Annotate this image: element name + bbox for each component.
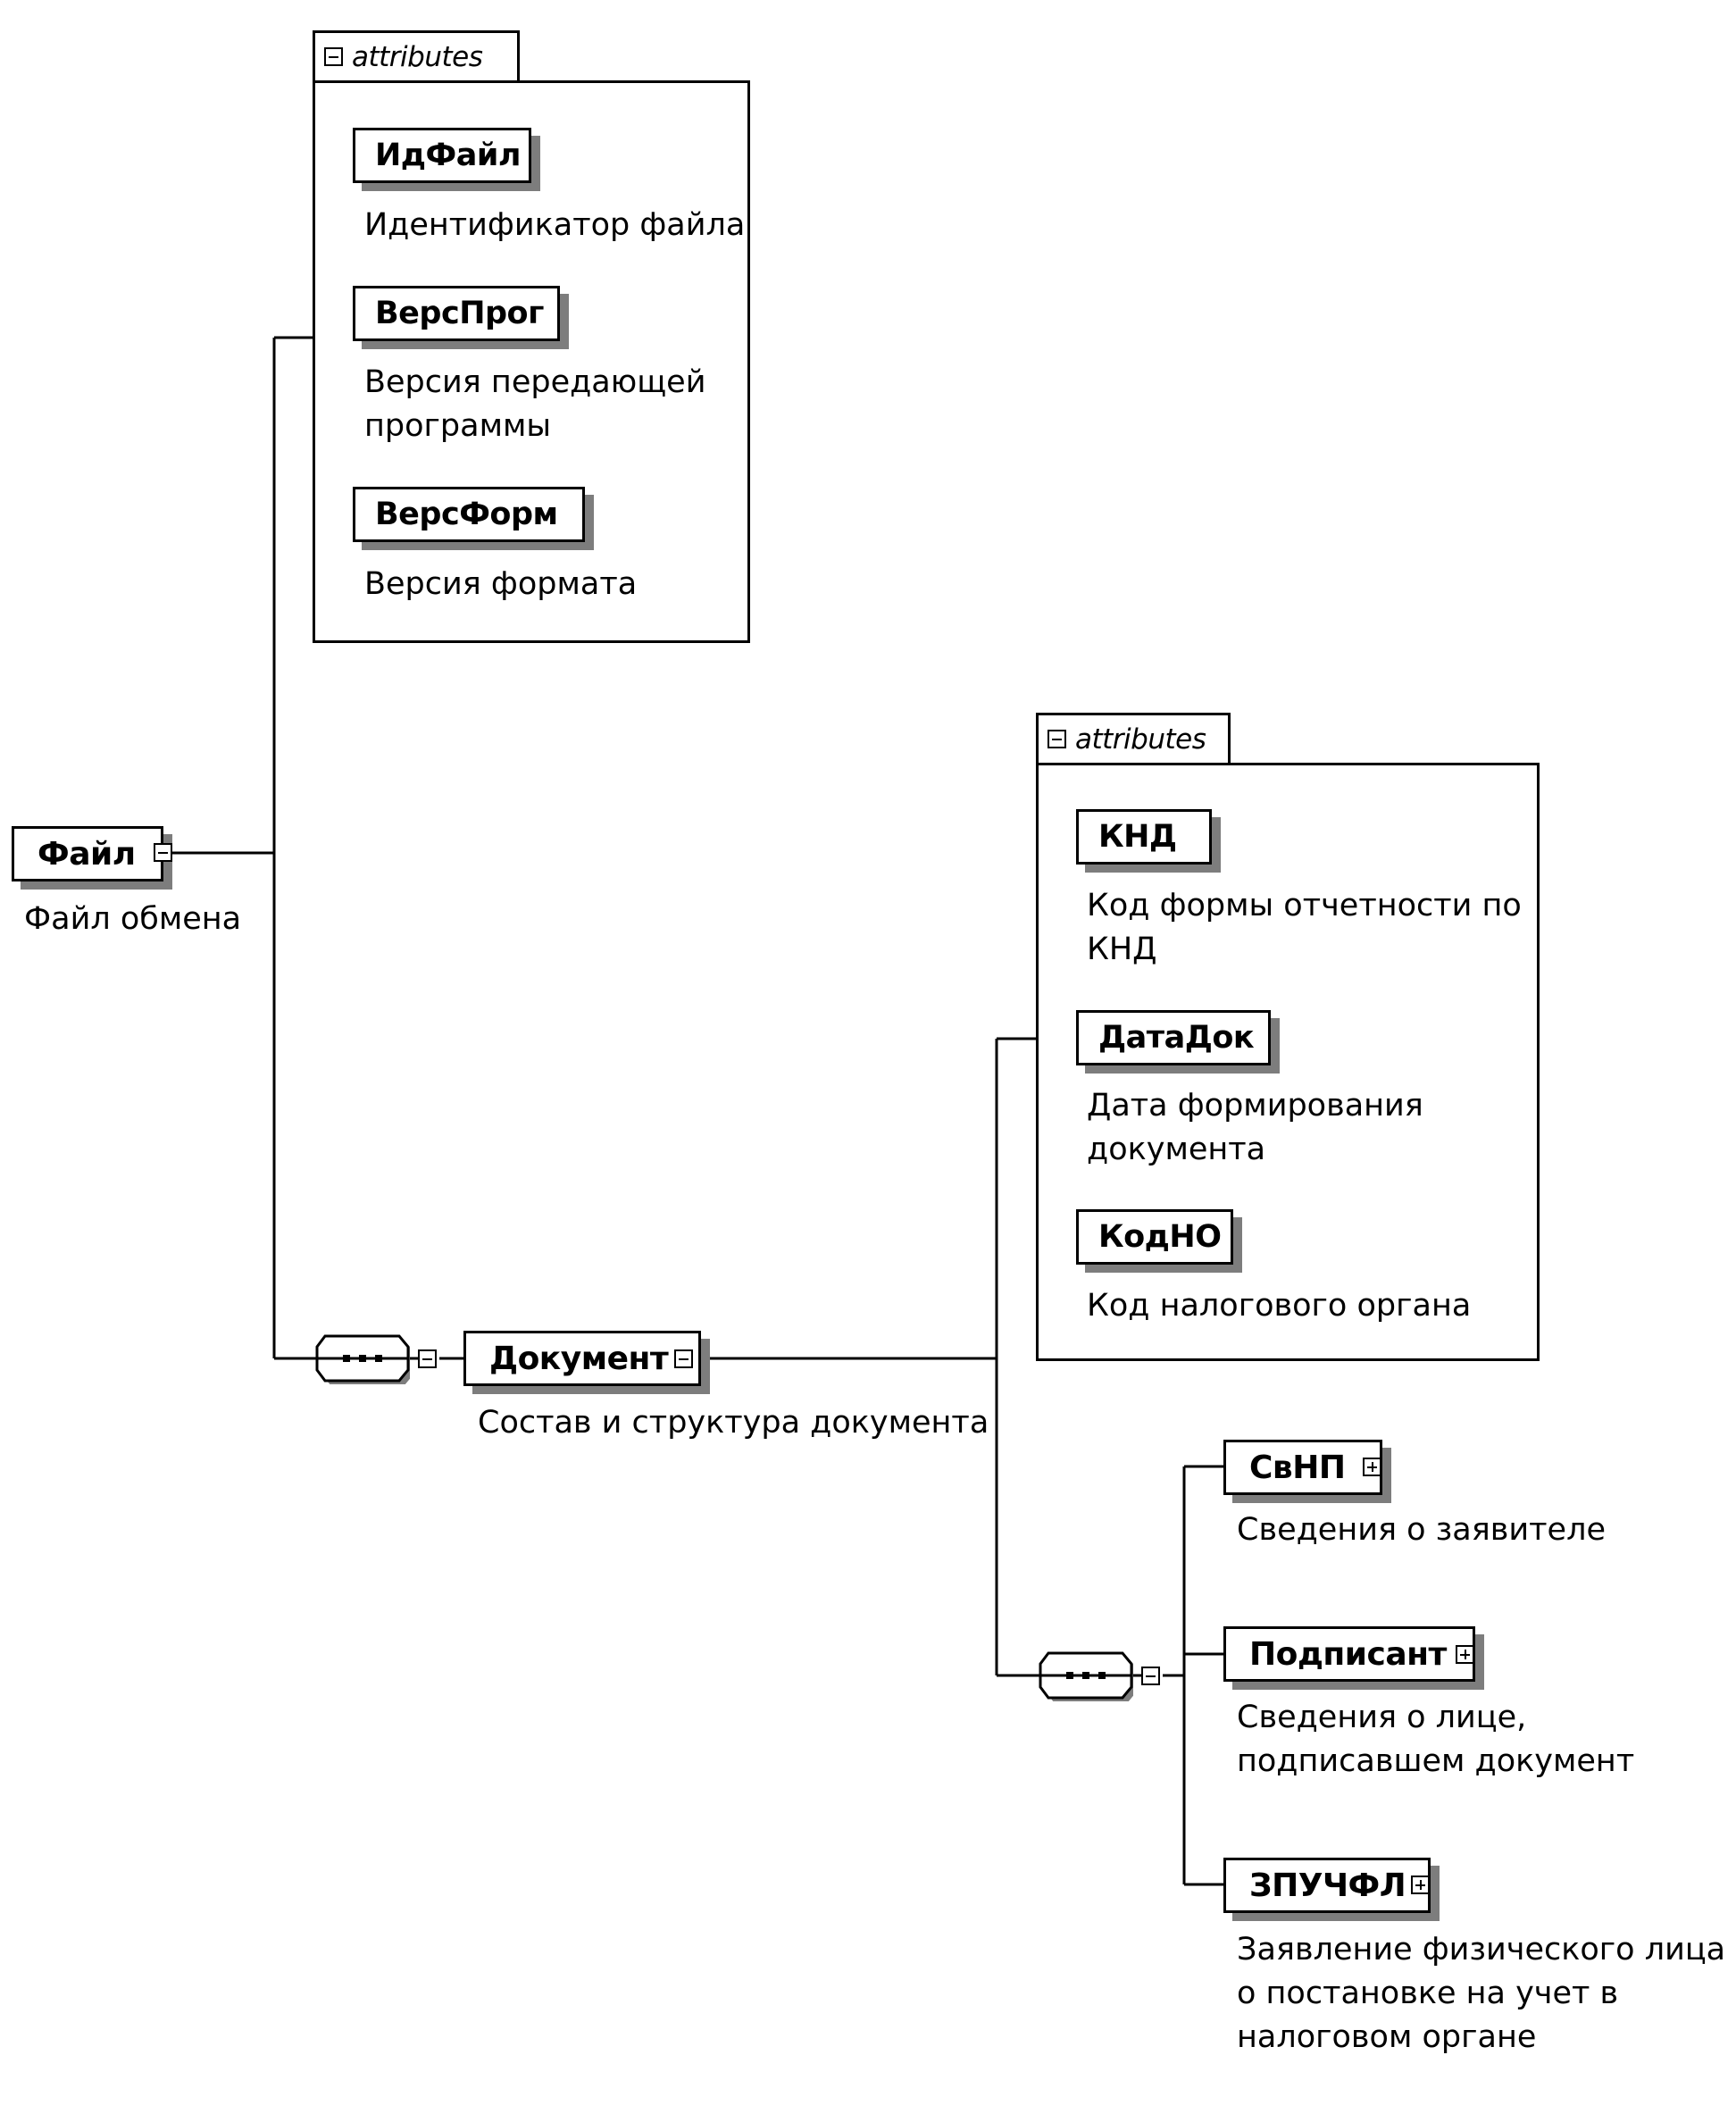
attribute-idfajl-label: ИдФайл	[375, 138, 522, 173]
attribute-knd[interactable]: КНД	[1076, 809, 1212, 865]
attribute-versform-label: ВерсФорм	[375, 497, 558, 532]
element-fajl[interactable]: Файл	[12, 826, 163, 881]
attribute-kodno[interactable]: КодНО	[1076, 1209, 1233, 1265]
attribute-knd-description-line1: Код формы отчетности по	[1087, 888, 1522, 923]
element-podpisant-description-line2: подписавшем документ	[1237, 1743, 1635, 1779]
plus-icon[interactable]	[1456, 1645, 1474, 1664]
plus-icon[interactable]	[1363, 1458, 1381, 1476]
attribute-kodno-label: КодНО	[1098, 1219, 1222, 1255]
element-zpuchfl-description-line3: налоговом органе	[1237, 2019, 1537, 2055]
element-zpuchfl-label: ЗПУЧФЛ	[1249, 1867, 1406, 1904]
element-zpuchfl-description-line2: о постановке на учет в	[1237, 1976, 1619, 2011]
element-podpisant-description-line1: Сведения о лице,	[1237, 1700, 1527, 1735]
attribute-datadok[interactable]: ДатаДок	[1076, 1010, 1271, 1065]
attribute-kodno-description: Код налогового органа	[1087, 1288, 1472, 1324]
element-dokument-description: Состав и структура документа	[478, 1405, 989, 1441]
element-svnp[interactable]: СвНП	[1223, 1440, 1382, 1495]
attribute-knd-description-line2: КНД	[1087, 932, 1157, 967]
minus-icon[interactable]	[1141, 1667, 1160, 1685]
attribute-versprog-description-line1: Версия передающей	[364, 364, 706, 400]
minus-icon[interactable]	[1047, 730, 1066, 748]
element-zpuchfl-description-line1: Заявление физического лица	[1237, 1932, 1726, 1967]
attribute-versprog-label: ВерсПрог	[375, 296, 544, 331]
element-dokument[interactable]: Документ	[463, 1331, 701, 1386]
sequence-icon[interactable]	[315, 1333, 410, 1384]
minus-icon[interactable]	[674, 1349, 693, 1368]
attribute-versprog[interactable]: ВерсПрог	[353, 286, 560, 341]
element-fajl-description: Файл обмена	[24, 901, 242, 937]
sequence-icon[interactable]	[1039, 1650, 1133, 1701]
attribute-versform-description: Версия формата	[364, 566, 638, 602]
element-zpuchfl[interactable]: ЗПУЧФЛ	[1223, 1858, 1431, 1913]
element-fajl-label: Файл	[38, 835, 136, 873]
attribute-idfajl-description: Идентификатор файла	[364, 207, 746, 243]
attribute-knd-label: КНД	[1098, 819, 1177, 855]
minus-icon[interactable]	[324, 47, 343, 66]
element-dokument-label: Документ	[489, 1340, 669, 1377]
attribute-datadok-description-line2: документа	[1087, 1132, 1266, 1167]
attribute-versform[interactable]: ВерсФорм	[353, 487, 585, 542]
minus-icon[interactable]	[418, 1349, 437, 1368]
plus-icon[interactable]	[1411, 1876, 1430, 1894]
attribute-datadok-label: ДатаДок	[1098, 1020, 1255, 1056]
attributes-tab-file[interactable]: attributes	[313, 30, 520, 80]
element-svnp-label: СвНП	[1249, 1449, 1346, 1486]
element-svnp-description: Сведения о заявителе	[1237, 1512, 1606, 1548]
attributes-label: attributes	[352, 40, 483, 73]
attribute-versprog-description-line2: программы	[364, 408, 552, 444]
attribute-datadok-description-line1: Дата формирования	[1087, 1088, 1423, 1124]
element-podpisant[interactable]: Подписант	[1223, 1626, 1475, 1682]
attribute-idfajl[interactable]: ИдФайл	[353, 128, 531, 183]
attributes-label: attributes	[1075, 723, 1206, 756]
element-podpisant-label: Подписант	[1249, 1635, 1447, 1673]
minus-icon[interactable]	[154, 843, 172, 862]
attributes-tab-document[interactable]: attributes	[1036, 713, 1231, 763]
